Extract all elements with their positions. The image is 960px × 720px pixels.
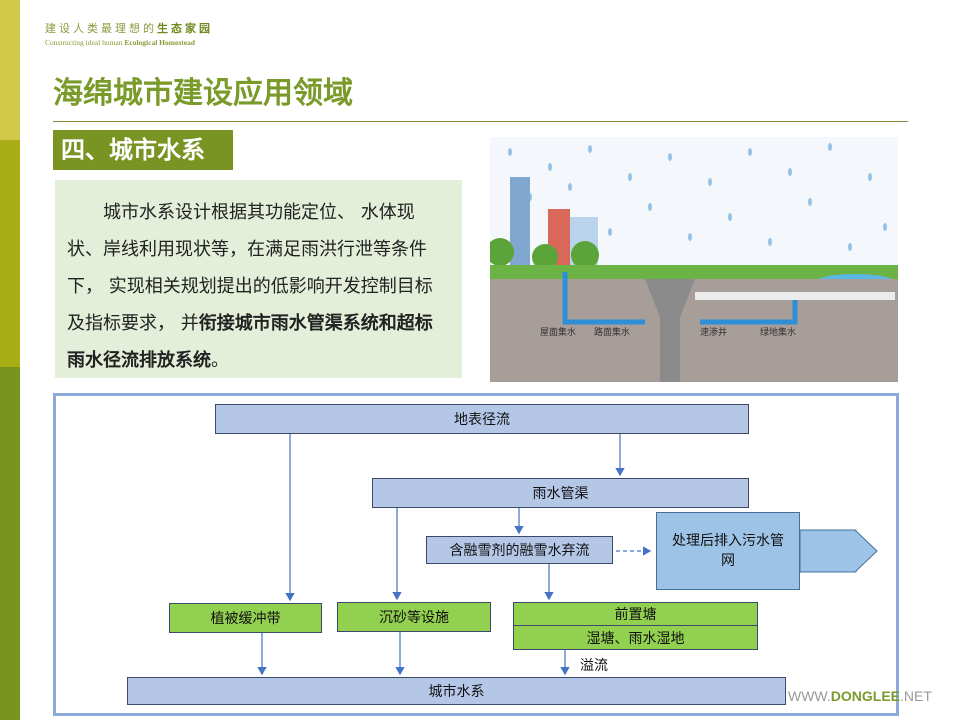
sewer-box: 处理后排入污水管网 — [656, 512, 800, 590]
tagline-cn-prefix: 建设人类最理想的 — [45, 22, 157, 35]
vegetation-buffer-box: 植被缓冲带 — [169, 603, 322, 633]
description-text: 城市水系设计根据其功能定位、 水体现状、岸线利用现状等，在满足雨洪行泄等条件下，… — [67, 194, 442, 379]
section-heading: 四、城市水系 — [53, 130, 233, 170]
watermark: WWW.DONGLEE.NET — [788, 688, 932, 704]
illustration-graphic — [486, 137, 898, 382]
illustration-label: 绿地集水 — [760, 328, 797, 338]
snowmelt-box: 含融雪剂的融雪水弃流 — [426, 536, 613, 564]
description-box: 城市水系设计根据其功能定位、 水体现状、岸线利用现状等，在满足雨洪行泄等条件下，… — [55, 180, 462, 378]
tagline-en: Constructing ideal human Ecological Home… — [45, 38, 195, 47]
flowchart-frame — [53, 393, 899, 716]
watermark-brand: DONGLEE — [830, 688, 900, 704]
description-plain: 城市水系设计根据其功能定位、 水体现状、岸线利用现状等，在满足雨洪行泄等条件下，… — [67, 202, 433, 334]
page-title: 海绵城市建设应用领域 — [53, 76, 353, 111]
description-end: 。 — [211, 350, 229, 371]
forebay-box: 前置塘 — [513, 602, 758, 626]
watermark-suffix: .NET — [900, 688, 932, 704]
illustration-label: 屋面集水 — [540, 328, 577, 338]
rain-pipe-box: 雨水管渠 — [372, 478, 749, 508]
sidebar-stripe-green — [0, 367, 20, 720]
tagline-en-prefix: Constructing ideal human — [45, 38, 125, 47]
sponge-city-illustration: 屋面集水 路面集水 速渗井 绿地集水 — [486, 137, 898, 382]
illustration-label: 速渗井 — [700, 328, 728, 338]
illustration-label: 路面集水 — [594, 328, 631, 338]
surface-runoff-box: 地表径流 — [215, 404, 749, 434]
city-water-box: 城市水系 — [127, 677, 786, 705]
tagline-en-bold: Ecological Homestead — [124, 38, 195, 47]
tagline-cn: 建设人类最理想的生态家园 — [45, 20, 213, 36]
wetland-box: 湿塘、雨水湿地 — [513, 625, 758, 650]
overflow-label: 溢流 — [580, 658, 608, 674]
sedimentation-box: 沉砂等设施 — [337, 602, 491, 632]
sidebar-stripe-yellow — [0, 0, 20, 140]
title-divider — [53, 121, 908, 122]
description-bold: 衔接城市雨水管渠系统和超标雨水径流排放系统 — [67, 313, 433, 371]
watermark-prefix: WWW. — [788, 688, 831, 704]
sidebar-stripe-olive — [0, 140, 20, 367]
tagline-cn-bold: 生态家园 — [157, 22, 213, 35]
